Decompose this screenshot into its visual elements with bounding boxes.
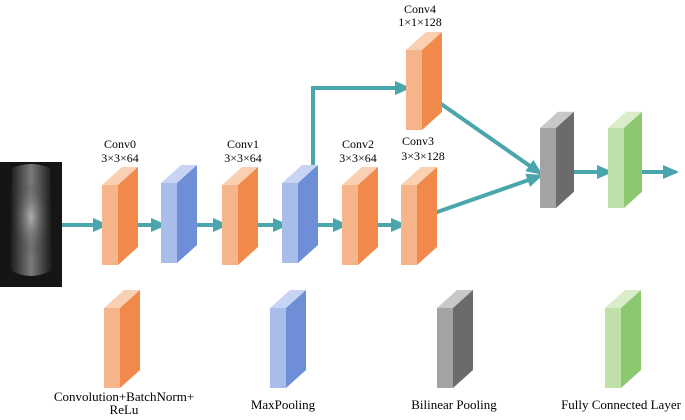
conv0-block	[102, 167, 138, 265]
conv1-dims: 3×3×64	[224, 151, 262, 165]
legend-bilinear-block	[437, 290, 473, 388]
fc-block	[608, 111, 642, 208]
arrow-input-conv0	[62, 218, 109, 232]
bilinear-block	[540, 111, 574, 208]
conv0-dims: 3×3×64	[101, 151, 139, 165]
legend-conv-label: Convolution+BatchNorm+	[54, 389, 194, 404]
conv3-label: Conv3	[402, 134, 434, 148]
legend-conv-label-line2: ReLu	[110, 402, 139, 417]
conv0-label: Conv0	[104, 137, 136, 151]
conv2-label: Conv2	[342, 137, 374, 151]
conv4-block	[406, 32, 442, 130]
legend-conv-block	[104, 290, 140, 388]
legend-pool-block	[270, 290, 306, 388]
legend: Convolution+BatchNorm+ ReLu MaxPooling B…	[54, 389, 682, 417]
conv2-dims: 3×3×64	[339, 151, 377, 165]
conv3-dims: 3×3×128	[401, 149, 445, 163]
conv4-label: Conv4	[404, 2, 436, 16]
conv3-block	[401, 167, 437, 265]
arrow-branch-conv4	[311, 81, 411, 95]
arrow-conv4-bilinear	[422, 90, 543, 175]
pool1-block	[161, 165, 197, 263]
conv1-label: Conv1	[227, 137, 259, 151]
layer-blocks	[102, 32, 642, 388]
grayscale-input-image	[0, 162, 62, 287]
legend-fc-block	[605, 290, 641, 388]
legend-maxpool-label: MaxPooling	[251, 397, 316, 412]
conv1-block	[222, 167, 258, 265]
legend-bilinear-label: Bilinear Pooling	[411, 397, 497, 412]
arrow-conv3-bilinear	[419, 173, 543, 220]
layer-labels: Conv0 3×3×64 Conv1 3×3×64 Conv2 3×3×64 C…	[101, 2, 445, 165]
legend-fc-label: Fully Connected Layer	[561, 397, 682, 412]
conv2-block	[342, 167, 378, 265]
pool2-block	[282, 165, 318, 263]
conv4-dims: 1×1×128	[398, 15, 442, 29]
